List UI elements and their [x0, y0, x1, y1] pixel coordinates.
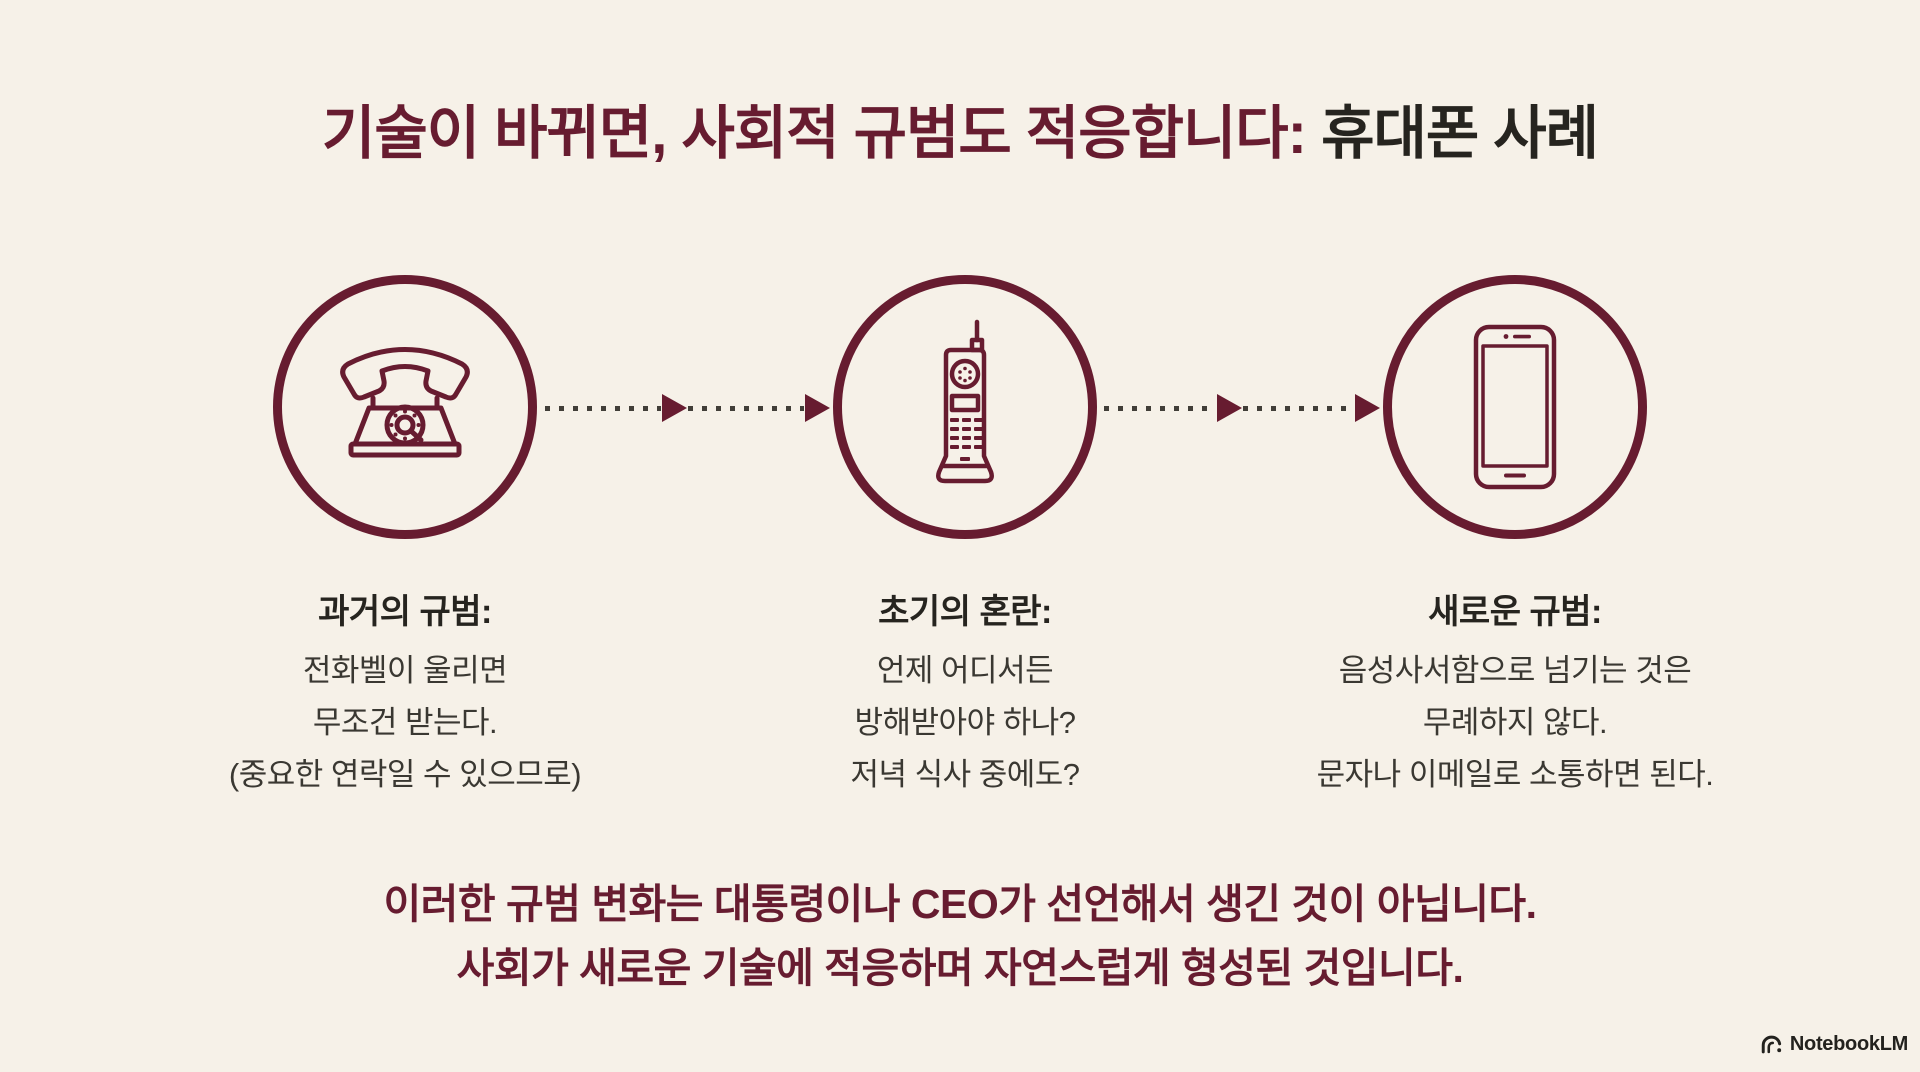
connector-arrow-2	[1104, 393, 1381, 423]
stage-text-early: 초기의 혼란: 언제 어디서든 방해받아야 하나? 저녁 식사 중에도?	[685, 584, 1245, 801]
conclusion-line-1: 이러한 규범 변화는 대통령이나 CEO가 선언해서 생긴 것이 아닙니다.	[383, 881, 1537, 927]
stage-line: 무조건 받는다.	[312, 705, 498, 740]
stage-line: (중요한 연락일 수 있으므로)	[228, 757, 582, 792]
page-title: 기술이 바뀌면, 사회적 규범도 적응합니다: 휴대폰 사례	[0, 86, 1920, 170]
notebooklm-logo-icon	[1761, 1035, 1782, 1054]
arrowhead-icon	[1355, 394, 1380, 422]
stage-circle-past	[273, 275, 537, 539]
title-main: 기술이 바뀌면, 사회적 규범도 적응합니다:	[321, 101, 1307, 166]
notebooklm-branding: NotebookLM	[1760, 1033, 1908, 1056]
stage-line: 방해받아야 하나?	[854, 705, 1077, 740]
dotted-line	[545, 405, 661, 411]
conclusion-text: 이러한 규범 변화는 대통령이나 CEO가 선언해서 생긴 것이 아닙니다. 사…	[0, 872, 1920, 1000]
stage-heading: 과거의 규범:	[318, 593, 492, 631]
stage-line: 전화벨이 울리면	[302, 653, 508, 688]
stage-circle-new	[1383, 275, 1647, 539]
rotary-phone-icon	[340, 347, 470, 458]
brick-cellphone-icon	[936, 319, 994, 484]
stage-circle-early	[833, 275, 1097, 539]
stage-heading: 초기의 혼란:	[878, 593, 1052, 631]
stage-line: 저녁 식사 중에도?	[850, 757, 1080, 792]
arrowhead-icon	[805, 394, 830, 422]
stage-line: 문자나 이메일로 소통하면 된다.	[1316, 757, 1714, 792]
stage-line: 무례하지 않다.	[1422, 705, 1608, 740]
connector-arrow-1	[545, 393, 831, 423]
dotted-line	[688, 405, 804, 411]
stage-text-past: 과거의 규범: 전화벨이 울리면 무조건 받는다. (중요한 연락일 수 있으므…	[125, 584, 685, 801]
stage-heading: 새로운 규범:	[1428, 593, 1602, 631]
title-highlight: 휴대폰 사례	[1305, 101, 1599, 166]
stage-line: 음성사서함으로 넘기는 것은	[1338, 653, 1692, 688]
stage-line: 언제 어디서든	[876, 653, 1054, 688]
branding-label: NotebookLM	[1789, 1033, 1908, 1055]
dotted-line	[1104, 405, 1216, 411]
smartphone-icon	[1473, 324, 1557, 490]
conclusion-line-2: 사회가 새로운 기술에 적응하며 자연스럽게 형성된 것입니다.	[456, 945, 1464, 991]
dotted-line	[1242, 405, 1354, 411]
stage-text-new: 새로운 규범: 음성사서함으로 넘기는 것은 무례하지 않다. 문자나 이메일로…	[1235, 584, 1795, 801]
arrowhead-icon	[1216, 394, 1242, 422]
arrowhead-icon	[662, 394, 687, 422]
